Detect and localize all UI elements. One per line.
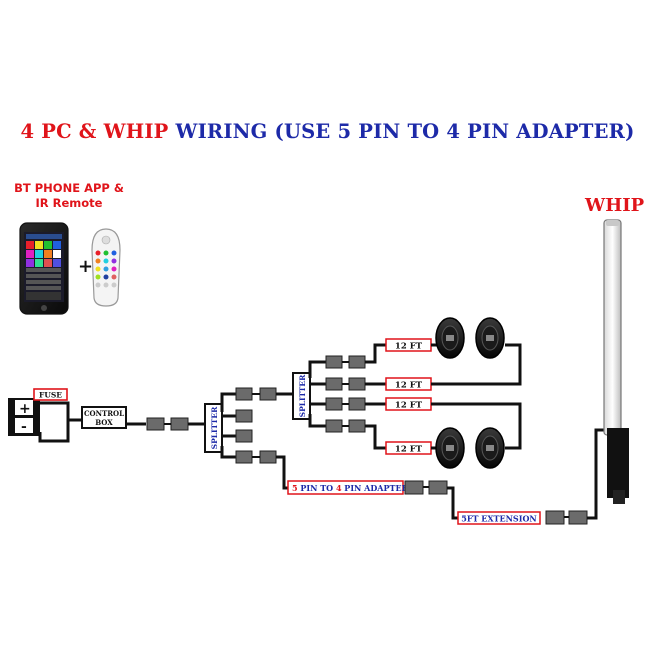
splitter-2-connectors: [325, 355, 366, 433]
extension-5ft-label: 5FT EXTENSION: [461, 514, 536, 524]
diagram-title: 4 PC & WHIP WIRING (USE 5 PIN TO 4 PIN A…: [0, 120, 655, 143]
plus-sign: +: [78, 256, 93, 277]
ir-remote-icon: [91, 228, 121, 307]
rock-light-pod-3: [435, 427, 465, 469]
title-part-count: 4 PC &: [20, 120, 104, 143]
splitter-2: SPLITTER: [292, 372, 311, 420]
app-remote-label: BT PHONE APP & IR Remote: [14, 181, 124, 211]
control-box-label-1: CONTROL: [84, 409, 124, 418]
battery-icon: + -: [8, 398, 40, 436]
app-color-grid: [26, 241, 61, 300]
rock-light-pod-1: [435, 317, 465, 359]
control-box-label-2: BOX: [95, 418, 113, 427]
title-part-whip: WHIP: [103, 120, 169, 143]
ext-label-4: 12 FT: [395, 445, 423, 455]
battery-minus: -: [21, 419, 27, 435]
adapter-mid: PIN TO: [298, 483, 336, 493]
adapter-label: 5 PIN TO 4 PIN ADAPTER: [292, 483, 409, 493]
pin-adapter: 5 PIN TO 4 PIN ADAPTER: [287, 480, 409, 495]
control-box: CONTROL BOX: [81, 406, 127, 429]
ext-label-3: 12 FT: [395, 401, 423, 411]
extension-5ft: 5FT EXTENSION: [457, 511, 541, 525]
rock-light-pod-2: [475, 317, 505, 359]
extension-12ft-1: 12 FT: [385, 338, 432, 352]
ext-label-1: 12 FT: [395, 342, 423, 352]
app-label-line2: IR Remote: [35, 196, 103, 210]
phone-icon: [19, 222, 69, 315]
app-label-line1: BT PHONE APP &: [14, 181, 124, 195]
title-part-rest: WIRING (USE 5 PIN TO 4 PIN ADAPTER): [168, 120, 635, 143]
extension-12ft-2: 12 FT: [385, 377, 432, 391]
adapter-end: PIN ADAPTER: [342, 483, 409, 493]
rock-light-pod-4: [475, 427, 505, 469]
whip-label: WHIP: [585, 195, 645, 216]
adapter-pin4: 4: [336, 483, 342, 493]
whip-light: [603, 219, 629, 504]
adapter-connectors: [404, 480, 448, 495]
splitter-1-connectors: [235, 387, 277, 464]
battery-plus: +: [19, 401, 31, 417]
ext-label-2: 12 FT: [395, 381, 423, 391]
splitter-1-label: SPLITTER: [210, 406, 219, 449]
splitter-2-label: SPLITTER: [298, 374, 307, 417]
extension-12ft-4: 12 FT: [385, 441, 432, 455]
connector-pair-main: [146, 417, 189, 431]
extension-12ft-3: 12 FT: [385, 397, 432, 411]
fuse: FUSE: [33, 388, 68, 401]
adapter-pin5: 5: [292, 483, 298, 493]
battery-wire: [38, 401, 70, 443]
fuse-label: FUSE: [39, 391, 62, 400]
extension-5ft-connectors: [545, 510, 588, 525]
splitter-1: SPLITTER: [204, 403, 223, 453]
